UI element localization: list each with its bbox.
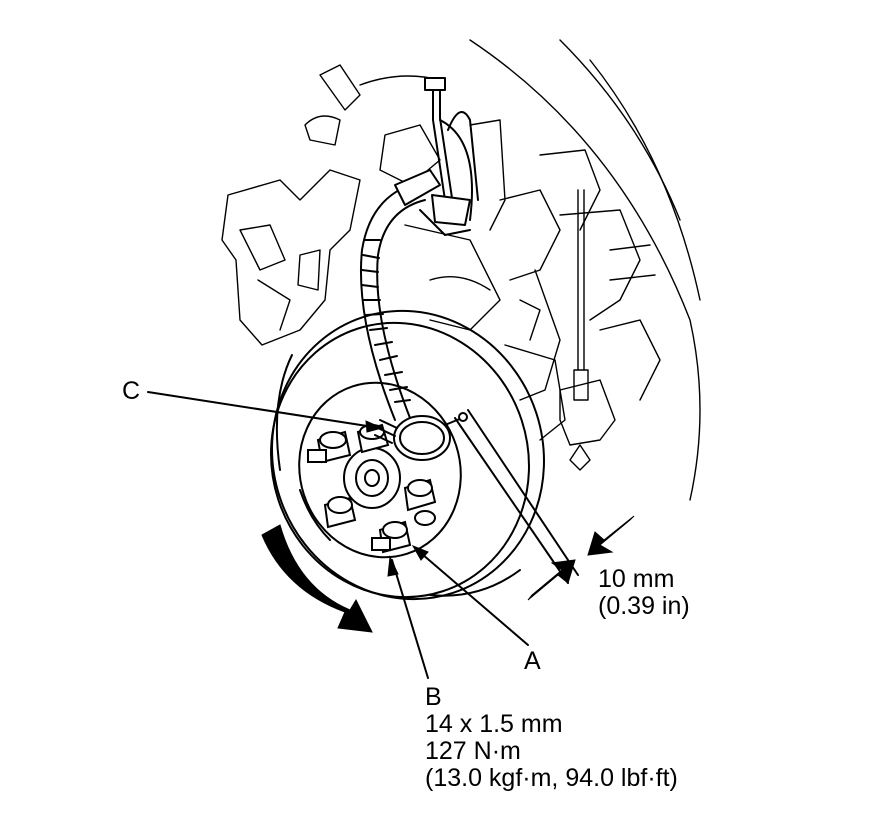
label-a: A [524,647,541,675]
brake-disc [270,309,545,601]
label-dimension-mm: 10 mm [598,565,675,593]
leader-lines [147,391,579,679]
flex-arm [359,169,441,421]
label-b-torque: 127 N·m [425,737,521,765]
label-dimension-in: (0.39 in) [598,592,690,620]
lug-nut [307,430,352,464]
lug-nut [371,520,412,554]
label-b-size: 14 x 1.5 mm [425,710,563,738]
locking-pliers [419,77,479,236]
lug-nut [323,496,357,529]
lug-nut [403,478,437,512]
chassis-background [221,39,701,501]
leader-arrowheads [365,420,429,577]
dimension-arrows-icon [527,515,635,601]
wheel-hub [343,447,401,509]
curved-rotation-arrow-icon [261,524,373,633]
label-b: B [425,683,442,711]
label-c: C [122,377,141,405]
label-b-torque-alt: (13.0 kgf·m, 94.0 lbf·ft) [425,764,678,792]
lug-nut [414,510,436,526]
dial-indicator [374,412,468,461]
